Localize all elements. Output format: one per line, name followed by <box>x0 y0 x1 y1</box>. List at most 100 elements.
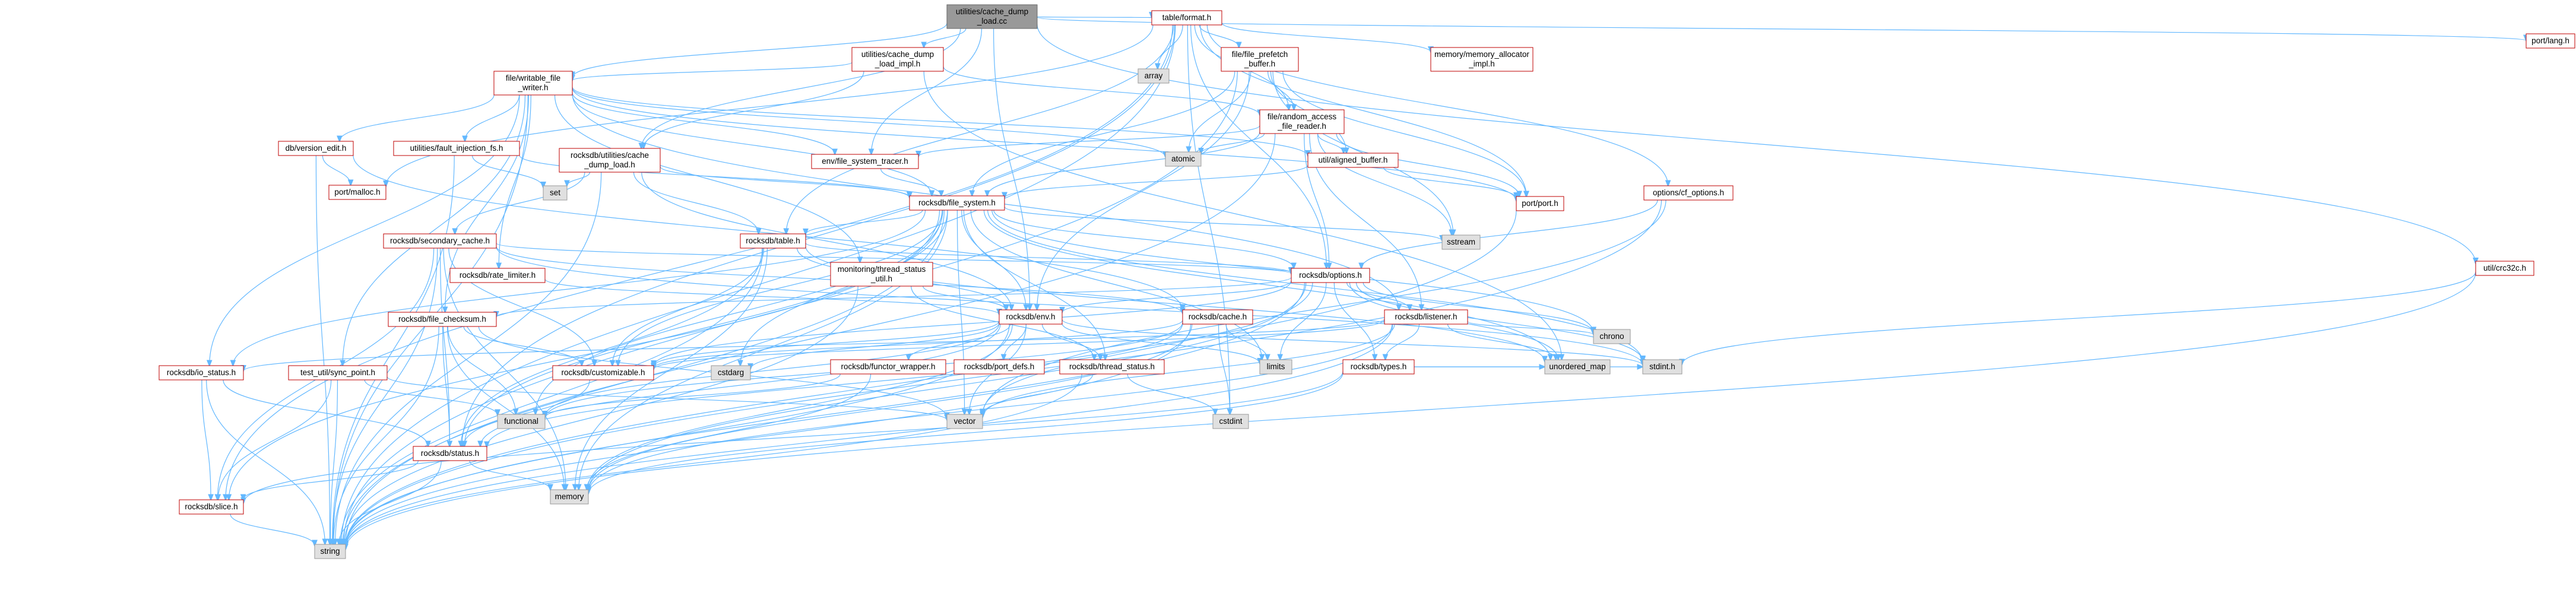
edge-random_access_file_reader-to-atomic <box>1201 133 1265 154</box>
node-rocksdb-env[interactable]: rocksdb/env.h <box>999 309 1063 325</box>
edge-table_format-to-rocksdb_slice <box>226 24 1173 500</box>
node-util-aligned-buffer[interactable]: util/aligned_buffer.h <box>1307 153 1399 168</box>
edge-db_version_edit-to-rocksdb_cache <box>353 155 1183 310</box>
node-label: memory/memory_allocator <box>1434 50 1529 59</box>
node-rocksdb-table[interactable]: rocksdb/table.h <box>740 233 806 249</box>
edge-rocksdb_types-to-rocksdb_slice <box>243 371 1344 503</box>
node-rocksdb-slice[interactable]: rocksdb/slice.h <box>179 499 244 515</box>
edge-random_access_file_reader-to-string <box>346 133 1276 545</box>
node-rocksdb-types[interactable]: rocksdb/types.h <box>1342 359 1415 375</box>
node-rocksdb-functor-wrapper[interactable]: rocksdb/functor_wrapper.h <box>830 359 946 375</box>
node-rocksdb-rate-limiter[interactable]: rocksdb/rate_limiter.h <box>449 268 546 283</box>
edge-rocksdb_file_checksum-to-rocksdb_customizable <box>463 326 582 366</box>
node-rocksdb-secondary-cache[interactable]: rocksdb/secondary_cache.h <box>383 233 497 249</box>
node-util-crc32c[interactable]: util/crc32c.h <box>2475 261 2534 276</box>
edge-writable_file_writer-to-env_file_system_tracer <box>572 92 835 154</box>
edge-writable_file_writer-to-util_aligned_buffer <box>572 87 1308 156</box>
node-env-file-system-tracer[interactable]: env/file_system_tracer.h <box>811 154 919 169</box>
node-file-prefetch-buffer[interactable]: file/file_prefetch_buffer.h <box>1221 47 1299 72</box>
node-monitoring-thread-status-util[interactable]: monitoring/thread_status_util.h <box>830 262 933 287</box>
edge-rocksdb_functor_wrapper-to-functional <box>545 373 841 418</box>
edge-rocksdb_table-to-memory <box>575 248 768 490</box>
node-label: file/file_prefetch <box>1232 50 1288 59</box>
node-label: rocksdb/env.h <box>1006 312 1055 321</box>
edge-env_file_system_tracer-to-rocksdb_file_system <box>880 168 942 196</box>
edge-rocksdb_file_system-to-rocksdb_slice <box>229 210 940 500</box>
node-writable-file-writer[interactable]: file/writable_file_writer.h <box>493 71 573 96</box>
edge-test_util_sync_point-to-string <box>331 379 338 544</box>
node-label: rocksdb/functor_wrapper.h <box>841 362 935 371</box>
node-port-port[interactable]: port/port.h <box>1516 196 1564 211</box>
node-label: test_util/sync_point.h <box>300 368 375 377</box>
edge-cache_dump_load_impl-to-writable_file_writer <box>572 62 853 81</box>
node-test-util-sync-point[interactable]: test_util/sync_point.h <box>288 365 388 380</box>
edge-table_format-to-array <box>1158 24 1183 69</box>
edge-rocksdb_status-to-rocksdb_slice <box>243 460 419 500</box>
node-label: sstream <box>1447 237 1475 246</box>
node-label: _dump_load.h <box>584 160 635 169</box>
edge-rocksdb_table-to-string <box>340 248 763 544</box>
node-memory-allocator-impl[interactable]: memory/memory_allocator_impl.h <box>1430 47 1533 72</box>
edge-rocksdb_cache-to-memory <box>588 324 1193 491</box>
node-label: _impl.h <box>1468 59 1495 68</box>
edge-util_aligned_buffer-to-rocksdb_file_system <box>1005 164 1308 198</box>
edge-rocksdb_io_status-to-rocksdb_status <box>223 379 428 446</box>
edge-rocksdb_secondary_cache-to-string <box>332 248 438 544</box>
edge-rocksdb_file_checksum-to-rocksdb_status <box>442 326 450 446</box>
node-port-lang[interactable]: port/lang.h <box>2526 33 2575 49</box>
node-rocksdb-file-checksum[interactable]: rocksdb/file_checksum.h <box>388 312 497 327</box>
edge-rocksdb_file_system-to-cstdarg <box>740 210 948 366</box>
node-label: string <box>320 547 340 556</box>
node-rocksdb-status[interactable]: rocksdb/status.h <box>413 446 487 461</box>
node-label: env/file_system_tracer.h <box>822 157 908 166</box>
node-port-malloc[interactable]: port/malloc.h <box>328 185 386 200</box>
node-fault-injection-fs[interactable]: utilities/fault_injection_fs.h <box>393 141 520 156</box>
edge-rocksdb_options-to-memory <box>588 282 1307 491</box>
node-atomic: atomic <box>1165 151 1202 167</box>
node-root[interactable]: utilities/cache_dump_load.cc <box>946 4 1038 29</box>
node-random-access-file-reader[interactable]: file/random_access_file_reader.h <box>1259 109 1345 134</box>
node-label: db/version_edit.h <box>286 144 347 153</box>
node-label: vector <box>954 417 976 426</box>
node-db-version-edit[interactable]: db/version_edit.h <box>278 141 354 156</box>
node-label: rocksdb/io_status.h <box>167 368 236 377</box>
edge-rocksdb_cache-to-rocksdb_customizable <box>654 320 1183 368</box>
node-cache-dump-load-impl[interactable]: utilities/cache_dump_load_impl.h <box>851 47 944 72</box>
node-rocksdb-cache[interactable]: rocksdb/cache.h <box>1182 309 1253 325</box>
node-cstdint: cstdint <box>1212 414 1249 429</box>
edge-rocksdb_file_system-to-vector <box>956 210 964 414</box>
edge-test_util_sync_point-to-rocksdb_slice <box>218 379 332 500</box>
node-rocksdb-cache-dump-load[interactable]: rocksdb/utilities/cache_dump_load.h <box>559 148 661 173</box>
node-label: _util.h <box>870 274 892 283</box>
node-functional: functional <box>497 414 546 429</box>
node-rocksdb-listener[interactable]: rocksdb/listener.h <box>1384 309 1468 325</box>
edge-random_access_file_reader-to-env_file_system_tracer <box>918 125 1260 156</box>
node-rocksdb-options[interactable]: rocksdb/options.h <box>1291 268 1370 283</box>
node-rocksdb-io-status[interactable]: rocksdb/io_status.h <box>159 365 244 380</box>
edge-rocksdb_customizable-to-rocksdb_status <box>464 379 590 446</box>
edge-rocksdb_file_system-to-rocksdb_io_status <box>233 210 926 366</box>
node-rocksdb-file-system[interactable]: rocksdb/file_system.h <box>909 195 1005 211</box>
edge-rocksdb_options-to-rocksdb_file_checksum <box>496 277 1292 316</box>
node-label: rocksdb/customizable.h <box>561 368 645 377</box>
edge-rocksdb_table-to-rocksdb_status <box>461 248 763 446</box>
node-rocksdb-thread-status[interactable]: rocksdb/thread_status.h <box>1059 359 1165 375</box>
node-label: rocksdb/slice.h <box>185 502 237 511</box>
edge-rocksdb_rate_limiter-to-rocksdb_env <box>544 278 999 315</box>
edge-rocksdb_options-to-limits <box>1280 282 1327 360</box>
node-rocksdb-customizable[interactable]: rocksdb/customizable.h <box>552 365 654 380</box>
edges-layer <box>201 17 2526 549</box>
node-options-cf-options[interactable]: options/cf_options.h <box>1643 185 1734 201</box>
edge-writable_file_writer-to-rocksdb_rate_limiter <box>499 94 531 268</box>
node-label: atomic <box>1171 154 1195 163</box>
edge-rocksdb_slice-to-string <box>230 513 315 546</box>
node-limits: limits <box>1259 359 1292 375</box>
node-label: monitoring/thread_status <box>838 265 926 274</box>
node-rocksdb-port-defs[interactable]: rocksdb/port_defs.h <box>953 359 1045 375</box>
nodes-layer: utilities/cache_dump_load.cc table/format… <box>159 4 2575 559</box>
edge-rocksdb_file_system-to-rocksdb_customizable <box>618 210 943 366</box>
node-label: rocksdb/file_system.h <box>918 198 996 207</box>
edge-rocksdb_options-to-string <box>346 282 1306 547</box>
node-table-format[interactable]: table/format.h <box>1151 10 1222 26</box>
